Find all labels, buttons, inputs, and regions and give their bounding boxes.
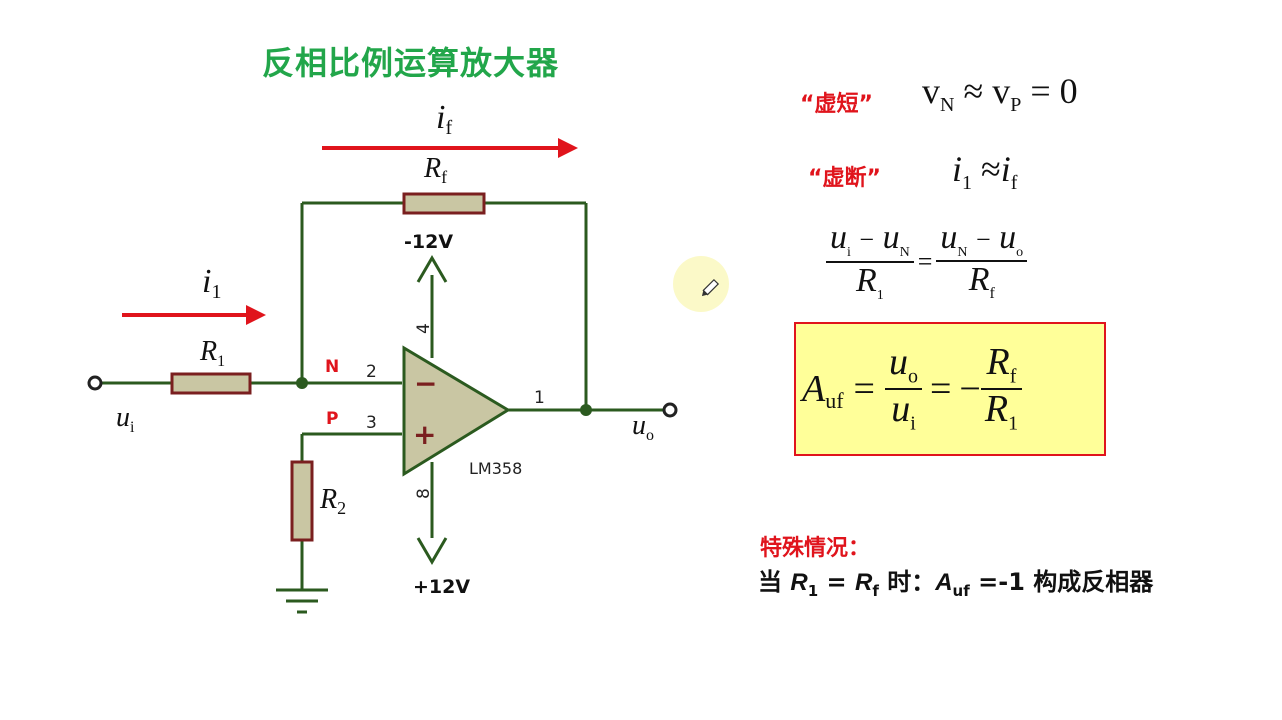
- virtual-open-label: “虚断”: [808, 166, 881, 191]
- virtual-short-equation: vN ≈ vP = 0: [922, 71, 1078, 117]
- resistor-rf: [402, 192, 486, 215]
- pin-2: 2: [366, 362, 377, 382]
- chip-label: LM358: [469, 459, 522, 478]
- pin-1: 1: [534, 388, 545, 408]
- wires: [100, 201, 664, 590]
- supply-top-label: -12V: [404, 231, 453, 253]
- circuit-diagram: − + N P 2 3 1 4 8 LM358 -12V +12V if Rf …: [87, 99, 678, 614]
- node-p-label: P: [326, 409, 338, 429]
- node-n-label: N: [325, 357, 339, 377]
- ground-symbol: [276, 588, 328, 614]
- special-case-title: 特殊情况：: [760, 536, 871, 561]
- supply-bottom-label: +12V: [413, 576, 470, 598]
- virtual-open-equation: i1 ≈if: [952, 149, 1018, 195]
- kcl-left-fraction: ui − uN R1: [826, 220, 914, 303]
- gain-fraction-r: Rf R1: [980, 342, 1023, 434]
- resistor-r2: [290, 460, 314, 542]
- label-i1: i1: [202, 263, 221, 303]
- junction-n: [296, 377, 308, 389]
- pen-cursor-icon: [701, 278, 720, 297]
- op-amp-minus: −: [414, 367, 437, 400]
- supply-top-arrow: [416, 255, 448, 283]
- virtual-short-label: “虚短”: [800, 92, 873, 117]
- page-title: 反相比例运算放大器: [262, 44, 560, 82]
- label-uo: uo: [632, 410, 654, 444]
- arrow-i1: [122, 305, 266, 325]
- label-if: if: [436, 99, 452, 139]
- label-r2: R2: [319, 484, 346, 518]
- pin-3: 3: [366, 413, 377, 433]
- gain-fraction-u: uo ui: [884, 342, 922, 434]
- cursor-highlight: [673, 256, 729, 312]
- supply-bottom-arrow: [416, 537, 448, 565]
- gain-formula-box: [794, 322, 1106, 456]
- kcl-equation: ui − uN R1 = uN − uo Rf: [826, 220, 1028, 303]
- junction-out: [580, 404, 592, 416]
- label-rf: Rf: [423, 153, 447, 187]
- op-amp-triangle: [402, 345, 511, 477]
- input-terminal: [87, 375, 103, 391]
- special-case-text: 当 R1 = Rf 时：Auf =-1 构成反相器: [758, 568, 1154, 600]
- pin-4: 4: [414, 323, 434, 334]
- label-r1: R1: [199, 336, 225, 370]
- resistor-r1: [170, 372, 252, 395]
- op-amp-plus: +: [413, 418, 436, 451]
- label-ui: ui: [116, 402, 135, 436]
- pin-8: 8: [414, 488, 434, 499]
- output-terminal: [662, 402, 678, 418]
- kcl-right-fraction: uN − uo Rf: [936, 220, 1028, 303]
- arrow-if: [322, 138, 578, 158]
